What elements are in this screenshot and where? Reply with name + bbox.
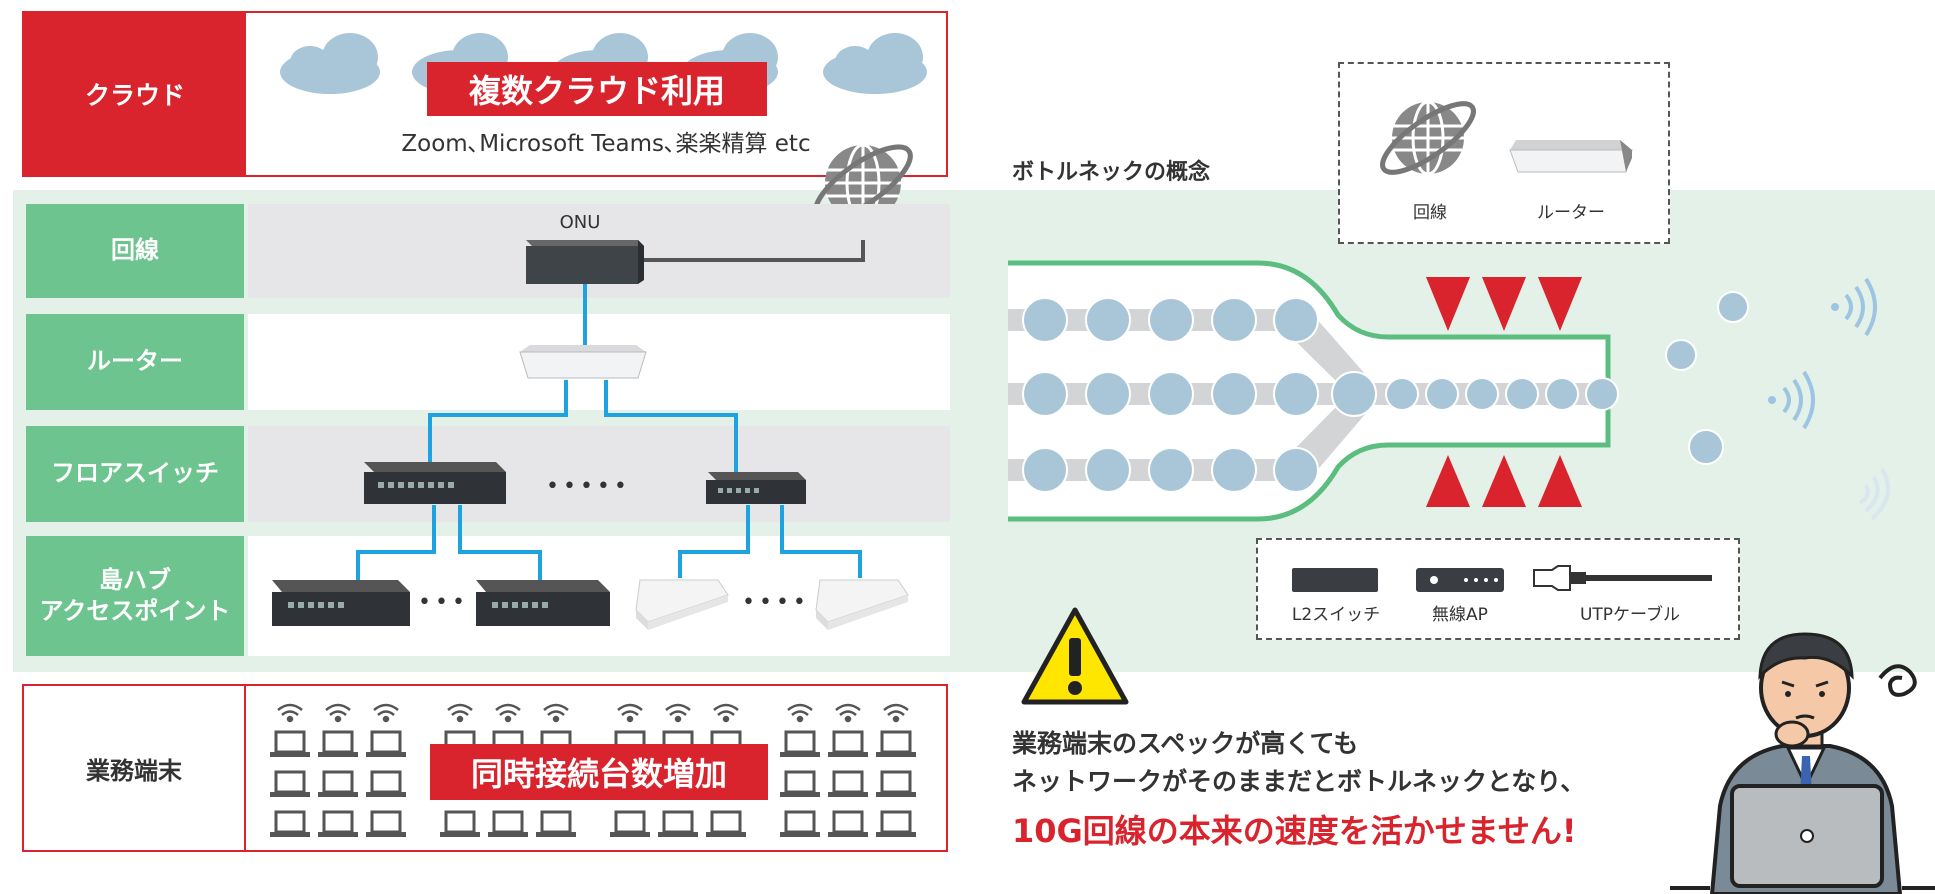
laptop-icon [780,770,820,797]
message-line1: 業務端末のスペックが高くても [1012,729,1359,758]
router-device [519,345,647,379]
laptop-icon [318,770,358,797]
message-line3: 10G回線の本来の速度を活かせません! [1012,812,1577,850]
laptop-icon [536,810,576,837]
laptop-icon [658,810,698,837]
laptop-icon [318,730,358,757]
network-topology [272,240,909,630]
wifi-icon [447,703,473,723]
bottleneck-diagram [1008,260,1891,522]
wifi-icon [325,703,351,723]
laptop-icon [828,810,868,837]
warning-icon [1021,607,1129,705]
wifi-icon [883,703,909,723]
legend-globe-icon [1380,100,1476,176]
onu-label: ONU [559,212,601,233]
laptop-icon [270,810,310,837]
laptop-icon [876,810,916,837]
laptop-icon [876,730,916,757]
ap-ellipsis: •••• [742,590,810,615]
line-label: 回線 [26,204,244,298]
laptop-icon [366,730,406,757]
legend-l2switch-label: L2スイッチ [1291,605,1381,625]
bottleneck-title: ボトルネックの概念 [1012,160,1211,185]
message-line2: ネットワークがそのままだとボトルネックとなり、 [1012,767,1586,796]
cloud-label: クラウド [24,13,246,175]
laptop-icon [270,770,310,797]
laptop-icon [440,810,480,837]
legend-utp-cable-icon [1533,565,1712,591]
laptop-icon [318,810,358,837]
floor-switch-2 [706,472,806,504]
floor-switch-label: フロアスイッチ [26,426,244,522]
laptop-icon [828,730,868,757]
laptop-icon [780,810,820,837]
router-label: ルーター [26,314,244,410]
hub-switch-2 [476,580,610,626]
laptop-icon [706,810,746,837]
terminals-banner: 同時接続台数増加 [430,744,768,800]
hub-label-line1: 島ハブ [99,565,171,594]
cloud-services-text: Zoom､Microsoft Teams､楽楽精算 etc [401,131,811,157]
terminals-label: 業務端末 [24,686,246,850]
laptop-icon [366,810,406,837]
hub-switch-1 [272,580,410,626]
switch-ellipsis: ••••• [546,474,631,499]
laptop-icon [270,730,310,757]
cloud-banner: 複数クラウド利用 [427,62,767,116]
legend-wireless-ap-icon [1416,568,1504,592]
legend-router-icon [1509,140,1633,173]
laptop-icon [780,730,820,757]
legend-router-label: ルーター [1537,203,1605,223]
wifi-icon [495,703,521,723]
laptop-icon [876,770,916,797]
onu-device [526,240,644,284]
legend-l2switch-icon [1292,568,1378,592]
wifi-icon [787,703,813,723]
legend-utp-label: UTPケーブル [1579,605,1681,625]
laptop-icon [488,810,528,837]
wifi-icon [543,703,569,723]
wifi-icon [373,703,399,723]
laptop-icon [828,770,868,797]
floor-switch-1 [364,462,506,504]
hub-label-line2: アクセスポイント [39,597,231,625]
legend-wireless-ap-label: 無線AP [1432,605,1488,625]
access-point-1 [635,579,729,630]
hub-ellipsis: ••• [418,590,469,615]
wifi-icon [277,703,303,723]
legend-line-label: 回線 [1413,203,1447,223]
worried-person-illustration [1670,632,1935,894]
wifi-icon [835,703,861,723]
laptop-icon [366,770,406,797]
wifi-icon [665,703,691,723]
hub-ap-label: 島ハブ アクセスポイント [26,536,244,656]
access-point-2 [815,579,909,630]
wifi-icon [713,703,739,723]
laptop-icon [610,810,650,837]
wifi-icon [617,703,643,723]
